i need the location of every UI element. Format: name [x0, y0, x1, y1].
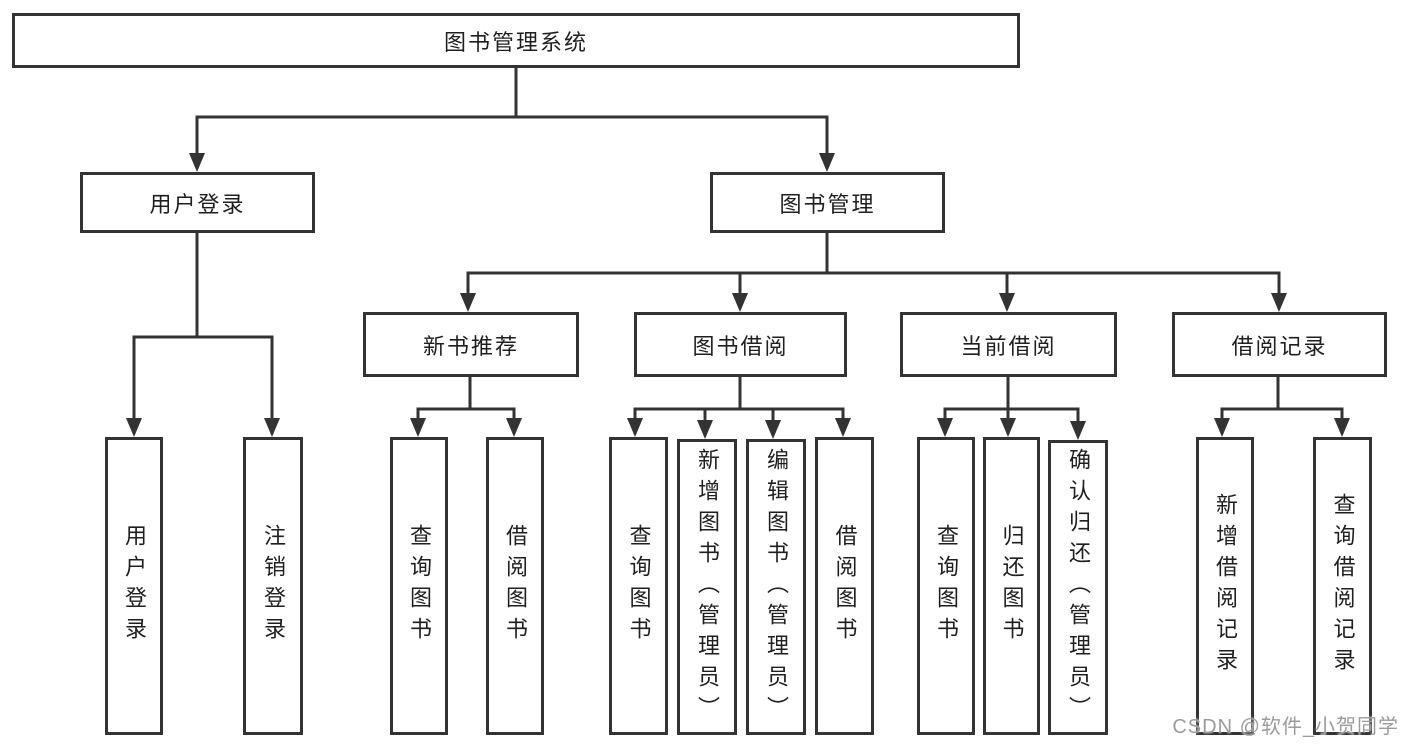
node-label: 查询图书	[934, 524, 959, 648]
node-library-management-system: 图书管理系统	[12, 13, 1020, 68]
leaf-add-book-admin: 新增图书（管理员）	[677, 439, 737, 735]
leaf-add-borrow-record: 新增借阅记录	[1196, 437, 1254, 735]
leaf-query-book-3: 查询图书	[917, 437, 975, 735]
node-label: 注销登录	[261, 524, 286, 648]
node-current-borrow: 当前借阅	[900, 312, 1117, 377]
leaf-query-book-2: 查询图书	[609, 437, 668, 735]
node-label: 归还图书	[999, 524, 1025, 648]
node-label: 查询借阅记录	[1330, 493, 1356, 679]
node-borrow-records: 借阅记录	[1172, 312, 1387, 377]
node-book-management: 图书管理	[710, 172, 945, 233]
node-label: 编辑图书（管理员）	[764, 447, 789, 727]
node-new-book-recommend: 新书推荐	[363, 312, 579, 377]
node-label: 用户登录	[149, 191, 246, 217]
leaf-borrow-book-2: 借阅图书	[815, 437, 874, 735]
node-label: 用户登录	[122, 524, 147, 648]
node-label: 查询图书	[407, 524, 432, 648]
leaf-user-login: 用户登录	[105, 437, 163, 735]
node-label: 图书管理	[779, 191, 876, 217]
node-label: 借阅图书	[503, 524, 528, 648]
node-label: 新增借阅记录	[1213, 493, 1238, 679]
node-label: 新增图书（管理员）	[695, 447, 720, 727]
csdn-watermark: CSDN @软件_小贺同学	[1172, 716, 1399, 738]
leaf-return-book: 归还图书	[983, 437, 1040, 735]
leaf-confirm-return-admin: 确认归还（管理员）	[1048, 440, 1108, 735]
node-label: 当前借阅	[960, 333, 1057, 359]
node-user-login: 用户登录	[80, 172, 315, 233]
leaf-query-borrow-record: 查询借阅记录	[1313, 437, 1372, 735]
node-label: 借阅图书	[832, 524, 858, 648]
leaf-edit-book-admin: 编辑图书（管理员）	[746, 439, 806, 735]
node-label: 确认归还（管理员）	[1066, 448, 1091, 727]
leaf-borrow-book-1: 借阅图书	[486, 437, 544, 735]
node-label: 借阅记录	[1231, 333, 1328, 359]
node-book-borrow: 图书借阅	[634, 312, 847, 377]
leaf-logout: 注销登录	[243, 437, 303, 735]
node-label: 新书推荐	[422, 333, 519, 359]
node-label: 查询图书	[626, 524, 652, 648]
leaf-query-book-1: 查询图书	[390, 437, 448, 735]
node-label: 图书借阅	[692, 333, 789, 359]
node-label: 图书管理系统	[443, 29, 588, 55]
